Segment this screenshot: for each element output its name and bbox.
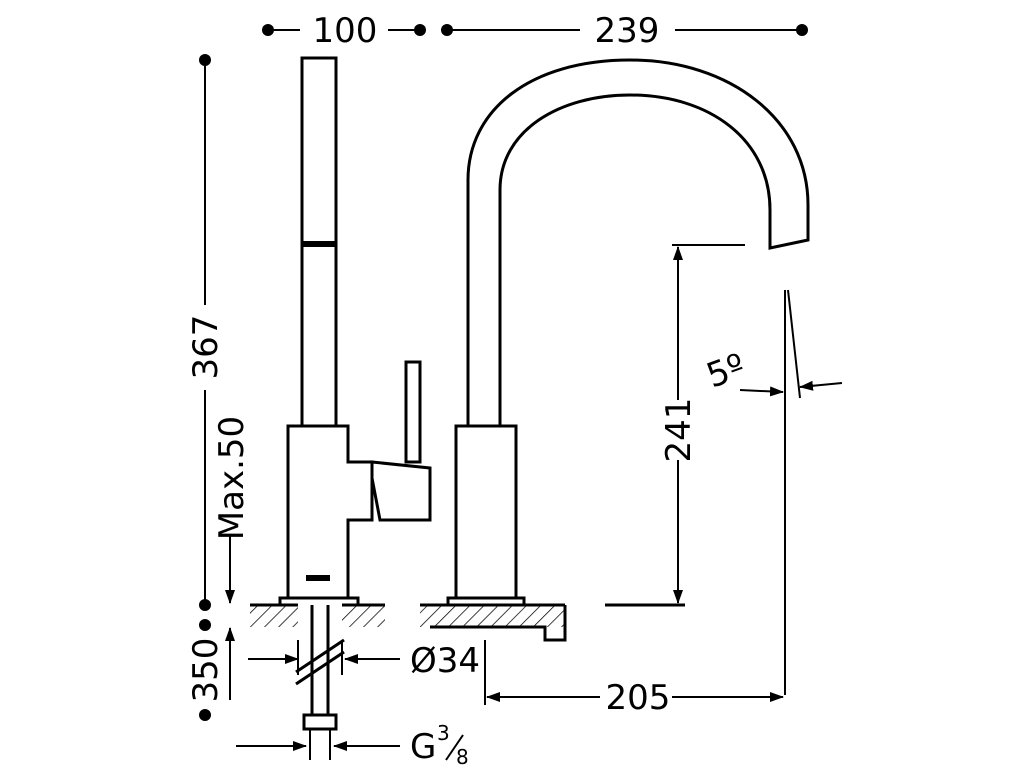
dimension-thread: G 3 8 bbox=[236, 721, 469, 768]
dimension-top-right: 239 bbox=[441, 11, 808, 51]
dimension-top-left: 100 bbox=[262, 11, 426, 51]
dimension-pipe-length: 350 bbox=[186, 619, 226, 721]
dim-top-right-label: 239 bbox=[595, 11, 660, 51]
faucet-front-view bbox=[446, 58, 810, 607]
dimension-diameter: Ø34 bbox=[248, 640, 480, 681]
dim-diameter-label: Ø34 bbox=[410, 641, 480, 681]
counter-left bbox=[250, 603, 385, 630]
dim-height-total-label: 367 bbox=[186, 315, 226, 380]
dim-spout-height-label: 241 bbox=[659, 398, 699, 463]
dimension-height-total: 367 bbox=[186, 54, 226, 611]
dim-thread-numerator: 3 bbox=[437, 721, 450, 745]
dim-max-deck-label: Max.50 bbox=[212, 416, 252, 540]
dimension-max-deck: Max.50 bbox=[212, 416, 252, 700]
dim-thread-label: G bbox=[410, 727, 436, 767]
counter-right bbox=[420, 603, 685, 642]
dimension-reach: 205 bbox=[484, 640, 784, 718]
supply-pipe bbox=[295, 605, 345, 760]
dim-top-left-label: 100 bbox=[313, 11, 378, 51]
dimension-angle: 5º bbox=[701, 289, 843, 695]
dim-pipe-length-label: 350 bbox=[186, 638, 226, 703]
dim-thread-denominator: 8 bbox=[456, 745, 469, 768]
dimension-spout-height: 241 bbox=[659, 244, 745, 604]
faucet-side-view bbox=[278, 56, 432, 607]
dim-reach-label: 205 bbox=[606, 678, 671, 718]
dim-angle-label: 5º bbox=[701, 346, 750, 396]
